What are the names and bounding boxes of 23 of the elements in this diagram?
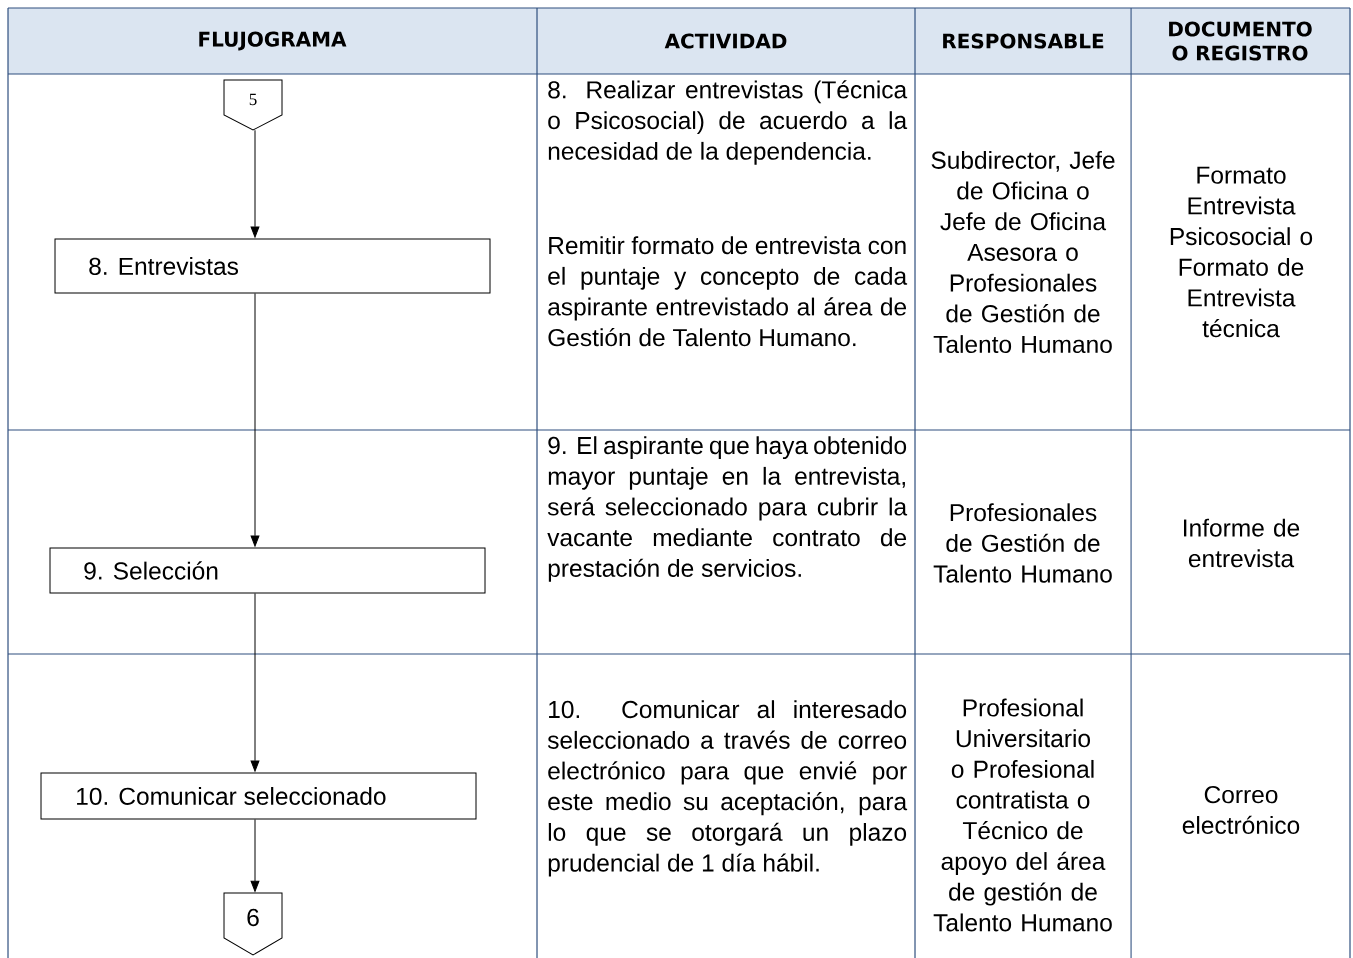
process-box: 10. Comunicar seleccionado bbox=[40, 772, 477, 820]
arrow bbox=[250, 293, 260, 547]
arrow bbox=[250, 129, 260, 238]
document-text: Informe de entrevista bbox=[1184, 518, 1300, 568]
responsible-text: Profesional Universitario o Profesional contratista o Técnico de apoyo del área de gestión de Talento Humano bbox=[933, 698, 1112, 932]
activity-text: Remitir formato de entrevista con el puntaje y concepto de cada aspirante entrevistado al área de Gestión de Talento Humano. bbox=[548, 236, 908, 347]
activity-text: 9. El aspirante que haya obtenido mayor puntaje en la entrevista, será seleccionado para cubrir la vacante mediante contrato de prestación de servicios. bbox=[547, 436, 908, 582]
column-header: DOCUMENTO O REGISTRO bbox=[1169, 21, 1312, 61]
process-box: 8. Entrevistas bbox=[54, 238, 491, 294]
document-text: Formato Entrevista Psicosocial o Formato de Entrevista técnica bbox=[1170, 166, 1313, 338]
arrow bbox=[250, 819, 260, 892]
column-header: FLUJOGRAMA bbox=[199, 31, 347, 51]
responsible-text: Subdirector, Jefe de Oficina o Jefe de Oficina Asesora o Profesionales de Gestión de Talento Humano bbox=[931, 150, 1115, 354]
activity-text: 10. Comunicar al interesado seleccionado a través de correo electrónico para que envié por este medio su aceptación, para lo que se otorgará un plazo prudencial de 1 día hábil. bbox=[547, 700, 908, 877]
document-text: Correo electrónico bbox=[1182, 785, 1300, 834]
arrow bbox=[250, 593, 260, 772]
activity-text: 8. Realizar entrevistas (Técnica o Psicosocial) de acuerdo a la necesidad de la dependencia. bbox=[548, 80, 908, 165]
column-header: RESPONSABLE bbox=[943, 33, 1104, 49]
off-page-connector: 5 bbox=[223, 79, 283, 131]
responsible-text: Profesionales de Gestión de Talento Humano bbox=[933, 503, 1112, 583]
off-page-connector: 6 bbox=[223, 892, 283, 956]
process-box: 9. Selección bbox=[49, 547, 486, 594]
column-header: ACTIVIDAD bbox=[664, 33, 787, 49]
